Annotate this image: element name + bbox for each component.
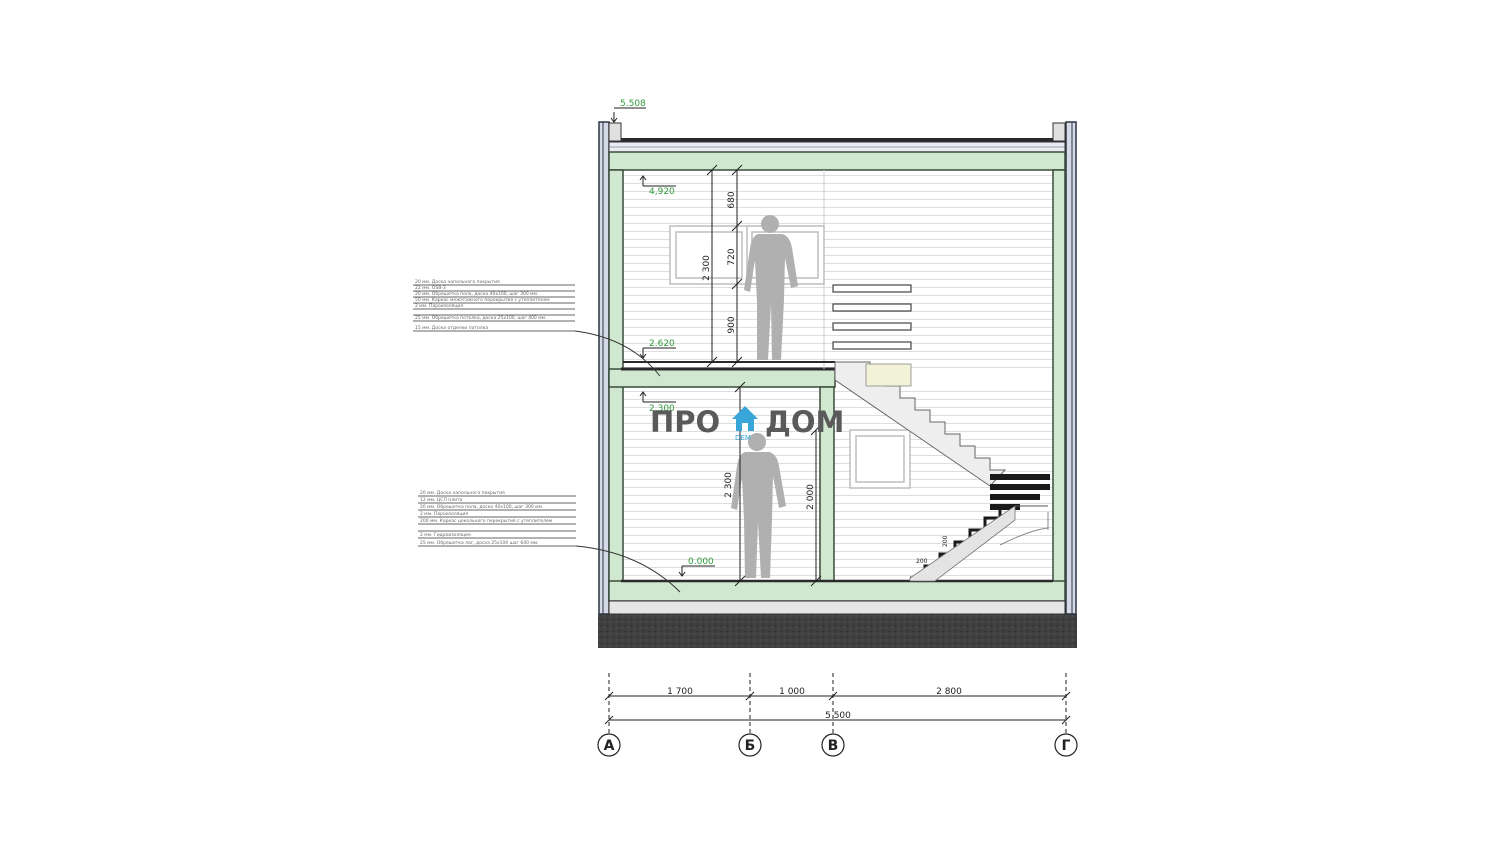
note-upper-4: 50 мм. Каркас межэтажного перекрытия с у… [415, 297, 550, 303]
structural-frame [608, 151, 1066, 602]
note-upper-6: 25 мм. Обрешетка потолка, доска 25х100, … [415, 315, 546, 321]
dim-stair-riser-b: 200 [942, 535, 949, 547]
upper-vertical-dims [706, 164, 743, 368]
dim-stair-riser-a: 200 [916, 558, 928, 565]
watermark-left: ПРО [650, 405, 720, 439]
ground-hatch [598, 614, 1077, 648]
note-lower-2: 12 мм. ЦСП плита [420, 497, 463, 503]
axis-v: В [828, 738, 839, 754]
dim-upper-top: 680 [727, 191, 737, 208]
level-ceiling-1: 2.300 [649, 404, 675, 414]
watermark-right: ДОМ [765, 405, 844, 439]
dim-lower-total: 2 300 [724, 472, 734, 498]
dim-seg-bv: 1 000 [779, 687, 805, 697]
level-roof-top: 5.508 [620, 99, 646, 109]
dim-upper-bottom: 900 [727, 316, 737, 333]
staircase [834, 361, 1050, 582]
dim-seg-ab: 1 700 [667, 687, 693, 697]
note-upper-7: 15 мм. Доска отделки потолка [415, 325, 488, 331]
person-upper-icon [744, 215, 798, 360]
axis-a: А [604, 738, 615, 754]
notes-lower: 20 мм. Доска напольного покрытия 12 мм. … [418, 490, 681, 593]
note-lower-4: 2 мм. Пароизоляция [420, 511, 468, 517]
house-icon [732, 406, 758, 431]
dim-upper-total: 2 300 [702, 255, 712, 281]
notes-upper: 20 мм. Доска напольного покрытия 22 мм. … [413, 279, 661, 377]
level-markers [610, 107, 715, 577]
left-parapet [608, 122, 622, 142]
note-lower-1: 20 мм. Доска напольного покрытия [420, 490, 505, 496]
left-outer-wall [598, 121, 610, 615]
watermark-sub: DEM [735, 434, 751, 442]
axis-bubbles [597, 733, 1078, 757]
level-ceiling-2: 4,920 [649, 187, 675, 197]
horizontal-dims [604, 673, 1071, 733]
axis-g: Г [1062, 738, 1071, 754]
note-lower-7: 25 мм. Обрешетка лаг, доска 25х100 шаг 6… [420, 540, 539, 546]
level-floor-1: 0.000 [688, 557, 714, 567]
stair-railing [832, 284, 912, 350]
note-upper-5: 2 мм. Пароизоляция [415, 303, 463, 309]
note-lower-5: 200 мм. Каркас цокольного перекрытия с у… [420, 518, 552, 524]
dim-total: 5 500 [825, 711, 851, 721]
axis-b: Б [745, 738, 756, 754]
dim-lower-door: 2 000 [806, 484, 816, 510]
person-lower-icon [731, 433, 786, 578]
note-upper-2: 22 мм. OSB-3 [415, 285, 446, 291]
right-parapet [1052, 122, 1066, 142]
note-lower-3: 20 мм. Обрешетка пола, доска 40х100, шаг… [420, 504, 543, 510]
right-outer-wall [1065, 121, 1077, 615]
note-upper-1: 20 мм. Доска напольного покрытия [415, 279, 500, 285]
dim-seg-vg: 2 800 [936, 687, 962, 697]
roof-membrane [621, 138, 1053, 142]
lower-window [849, 429, 911, 489]
note-lower-6: 2 мм. Гидроизоляция [420, 532, 471, 538]
dim-upper-mid: 720 [727, 248, 737, 265]
note-upper-3: 20 мм. Обрешетка пола, доска 40х100, шаг… [415, 291, 538, 297]
level-floor-2: 2.620 [649, 339, 675, 349]
lower-room-left [623, 387, 820, 581]
watermark-logo: ПРО DEM ДОМ [650, 405, 844, 442]
